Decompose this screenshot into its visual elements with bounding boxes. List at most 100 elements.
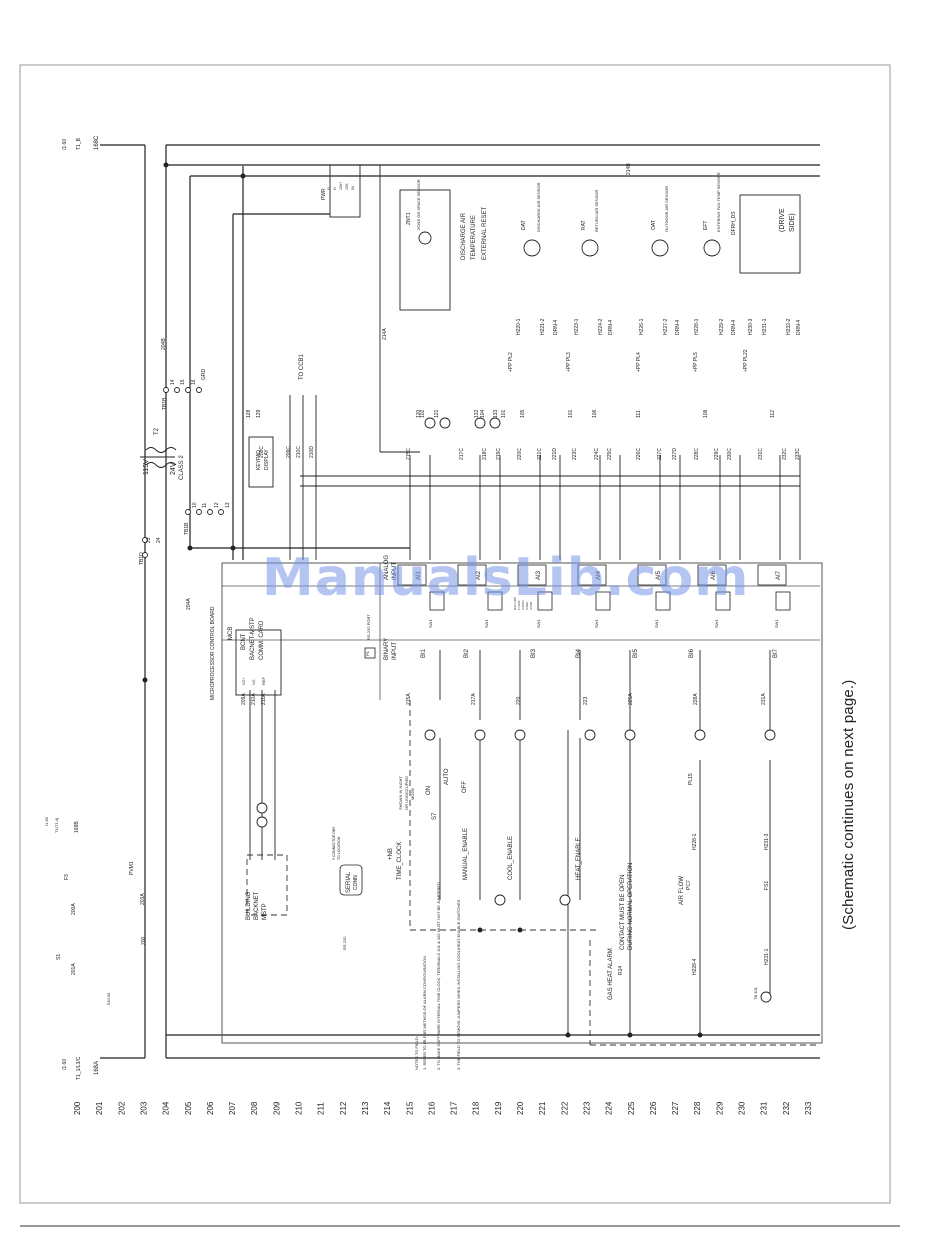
junctions (142, 162, 703, 1038)
dip-switch-label: SW1 (594, 619, 599, 628)
terminal-number: 23 (146, 537, 152, 543)
mcb-terminal: REF (261, 676, 266, 685)
watermark-text: ManualsLib.com (262, 548, 750, 608)
wire-number: 231C (758, 448, 764, 460)
harness-label: H227-2 (663, 318, 669, 335)
line-number: 206 (206, 1101, 215, 1115)
schematic-label: NOTES TO FIELD: (414, 1036, 419, 1070)
schematic-label: T1_B (76, 137, 82, 150)
bus-label: 209C (286, 446, 292, 458)
wire-number: 218C (482, 448, 488, 460)
schematic-label: H231-3 (764, 833, 770, 850)
analog-input-label: AI3 (536, 570, 542, 580)
schematic-label: DURING NORMAL OPERATION (628, 863, 634, 950)
schematic-label: DAT (521, 220, 527, 230)
analog-input-label: AI2 (476, 570, 482, 580)
binary-input-label: BI1 (421, 648, 427, 658)
schematic-label: MICROPROCESSOR CONTROL BOARD (210, 606, 216, 700)
line-number: 219 (494, 1101, 503, 1115)
harness-label: DRN-4 (608, 320, 614, 335)
terminal-number: 14 (170, 379, 176, 385)
mcb-terminal: N2- (251, 678, 256, 685)
binary-input-label: BI7 (773, 648, 779, 658)
harness-label: H220-1 (516, 318, 522, 335)
sensor-symbols (418, 231, 721, 257)
harness-label: H224-2 (598, 318, 604, 335)
transformer-t2 (140, 447, 177, 468)
schematic-label: KEYPAD (256, 450, 262, 470)
wire-number: 217C (459, 448, 465, 460)
schematic-label: TO CCB1 (299, 353, 305, 380)
schematic-label: RAT (581, 220, 587, 230)
line-number: 220 (516, 1101, 525, 1115)
tb2-terminal-number: 111 (636, 410, 642, 418)
schematic-label: PWR (321, 188, 327, 200)
schematic-label: DFRH_DS (731, 211, 737, 235)
wire-number: 232C (782, 448, 788, 460)
bus-label: 210D (309, 446, 315, 458)
wire-number-mid: 220 (516, 696, 522, 705)
schematic-label: EXTERNAL RESET (482, 207, 488, 260)
bus-label: 208C (259, 446, 265, 458)
wire-number: 230C (727, 448, 733, 460)
schematic-label: OFF (462, 781, 468, 793)
schematic-label: T1(T1.4) (54, 817, 59, 833)
line-number: 222 (560, 1101, 569, 1115)
schematic-label: (DRIVE (779, 208, 786, 232)
wire-number-mid: 215A (406, 693, 412, 705)
wire-number: 221D (552, 448, 558, 460)
schematic-label: 168A (94, 1061, 100, 1075)
schematic-label: /1.60 (62, 1059, 68, 1070)
line-number: 230 (738, 1101, 747, 1115)
dip-switch-label: SW1 (714, 619, 719, 628)
schematic-label: AUTO (444, 768, 450, 785)
line-number: 204 (162, 1101, 171, 1115)
harness-label: H229-2 (719, 318, 725, 335)
dip-switch-label: SW1 (484, 619, 489, 628)
comm-card-box (235, 629, 282, 696)
schematic-label: EFT (703, 221, 709, 230)
input-blocks (339, 564, 791, 896)
pl-label: +PP PL2 (508, 352, 514, 372)
schematic-label: OUTDOOR AIR SENSOR (664, 186, 669, 232)
wire-number-mid: 209A (241, 693, 247, 705)
zone-sensor-box (399, 189, 451, 311)
tb2-terminal-number: 102 (420, 409, 426, 418)
schematic-label: H231-1 (764, 948, 770, 965)
power-rails (100, 144, 820, 1059)
schematic-label: 204A (186, 598, 192, 610)
wire-number: 228C (694, 448, 700, 460)
analog-input-label: AI7 (776, 570, 782, 580)
terminal-number: 13 (225, 502, 231, 508)
line-number: 218 (472, 1101, 481, 1115)
wire-number: 219C (496, 448, 502, 460)
schematic-label: TB 101 (753, 986, 758, 1000)
schematic-label: MANUAL_ENABLE (463, 828, 469, 880)
line-number: 205 (184, 1101, 193, 1115)
wire-number: 225C (607, 448, 613, 460)
schematic-label: 200 (141, 936, 147, 945)
schematic-label: T2 (154, 427, 160, 435)
schematic-label: BACKNET (254, 891, 260, 920)
schematic-label: DISCHARGE AIR (461, 212, 467, 260)
terminal-number: 12 (214, 502, 220, 508)
schematic-label: OAT (651, 220, 657, 230)
tb2-terminal-number: 106 (592, 409, 598, 418)
line-number: 215 (405, 1101, 414, 1115)
line-number: 203 (139, 1101, 148, 1115)
harness-label: H221-2 (540, 318, 546, 335)
line-number: 201 (95, 1101, 104, 1115)
schematic-label: F3 (64, 874, 70, 880)
binary-input-label: BI4 (576, 648, 582, 658)
schematic-label: CONN (353, 875, 359, 890)
schematic-label: DISPLAY (264, 449, 270, 470)
schematic-label: AIR FLOW (679, 876, 685, 905)
line-number: 233 (804, 1101, 813, 1115)
wire-number-mid: 217A (471, 693, 477, 705)
keypad-display-box (248, 436, 274, 488)
wire-number-mid: 211A (261, 693, 267, 705)
schematic-label: CLASS 2 (179, 455, 185, 480)
drive-side-box (739, 194, 801, 274)
